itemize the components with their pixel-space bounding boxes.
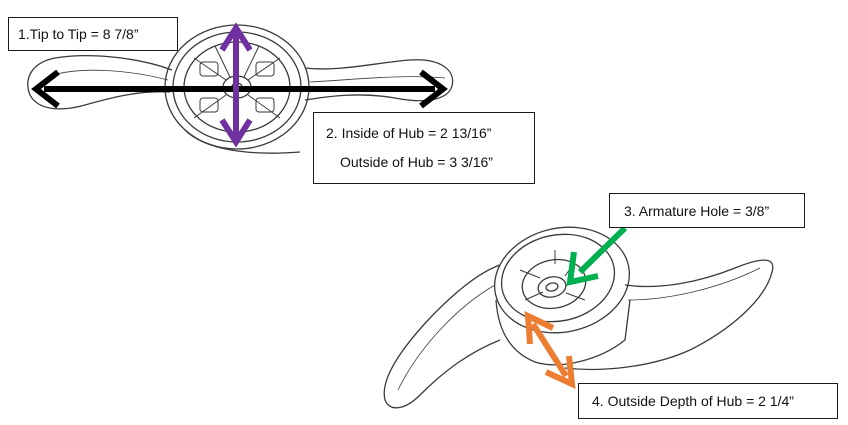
inside-hub-text: 2. Inside of Hub = 2 13/16” xyxy=(326,125,492,141)
propeller-angled-view xyxy=(383,226,774,409)
outside-depth-arrow xyxy=(524,311,576,389)
armature-hole-arrow xyxy=(566,225,628,286)
outside-hub-text: Outside of Hub = 3 3/16” xyxy=(340,154,493,170)
angled-left-blade-inner xyxy=(397,284,496,391)
hub-side xyxy=(184,129,301,154)
hub-size-label: 2. Inside of Hub = 2 13/16” Outside of H… xyxy=(313,112,535,184)
armature-hole-text: 3. Armature Hole = 3/8” xyxy=(624,203,770,219)
angled-hub-front-rim xyxy=(500,233,616,323)
angled-hub-body xyxy=(495,299,631,366)
tip-to-tip-arrow xyxy=(31,69,448,109)
outside-depth-label: 4. Outside Depth of Hub = 2 1/4” xyxy=(578,383,838,419)
angled-hub-bore xyxy=(537,276,567,298)
angled-hub-hole xyxy=(545,282,559,292)
left-blade-outline xyxy=(27,54,173,110)
angled-right-blade-inner xyxy=(627,267,761,301)
right-blade-outline xyxy=(304,59,454,102)
angled-hub-front-outer xyxy=(493,226,631,334)
tip-to-tip-text: 1.Tip to Tip = 8 7/8” xyxy=(18,26,139,42)
hub-diameter-arrow xyxy=(219,22,253,148)
angled-right-blade xyxy=(564,259,774,371)
tip-to-tip-label: 1.Tip to Tip = 8 7/8” xyxy=(8,17,178,51)
angled-left-blade xyxy=(383,264,501,409)
outside-depth-text: 4. Outside Depth of Hub = 2 1/4” xyxy=(592,393,794,409)
left-blade-inner xyxy=(49,69,169,81)
armature-hole-label: 3. Armature Hole = 3/8” xyxy=(609,193,805,228)
angled-hub-inner xyxy=(521,258,587,310)
